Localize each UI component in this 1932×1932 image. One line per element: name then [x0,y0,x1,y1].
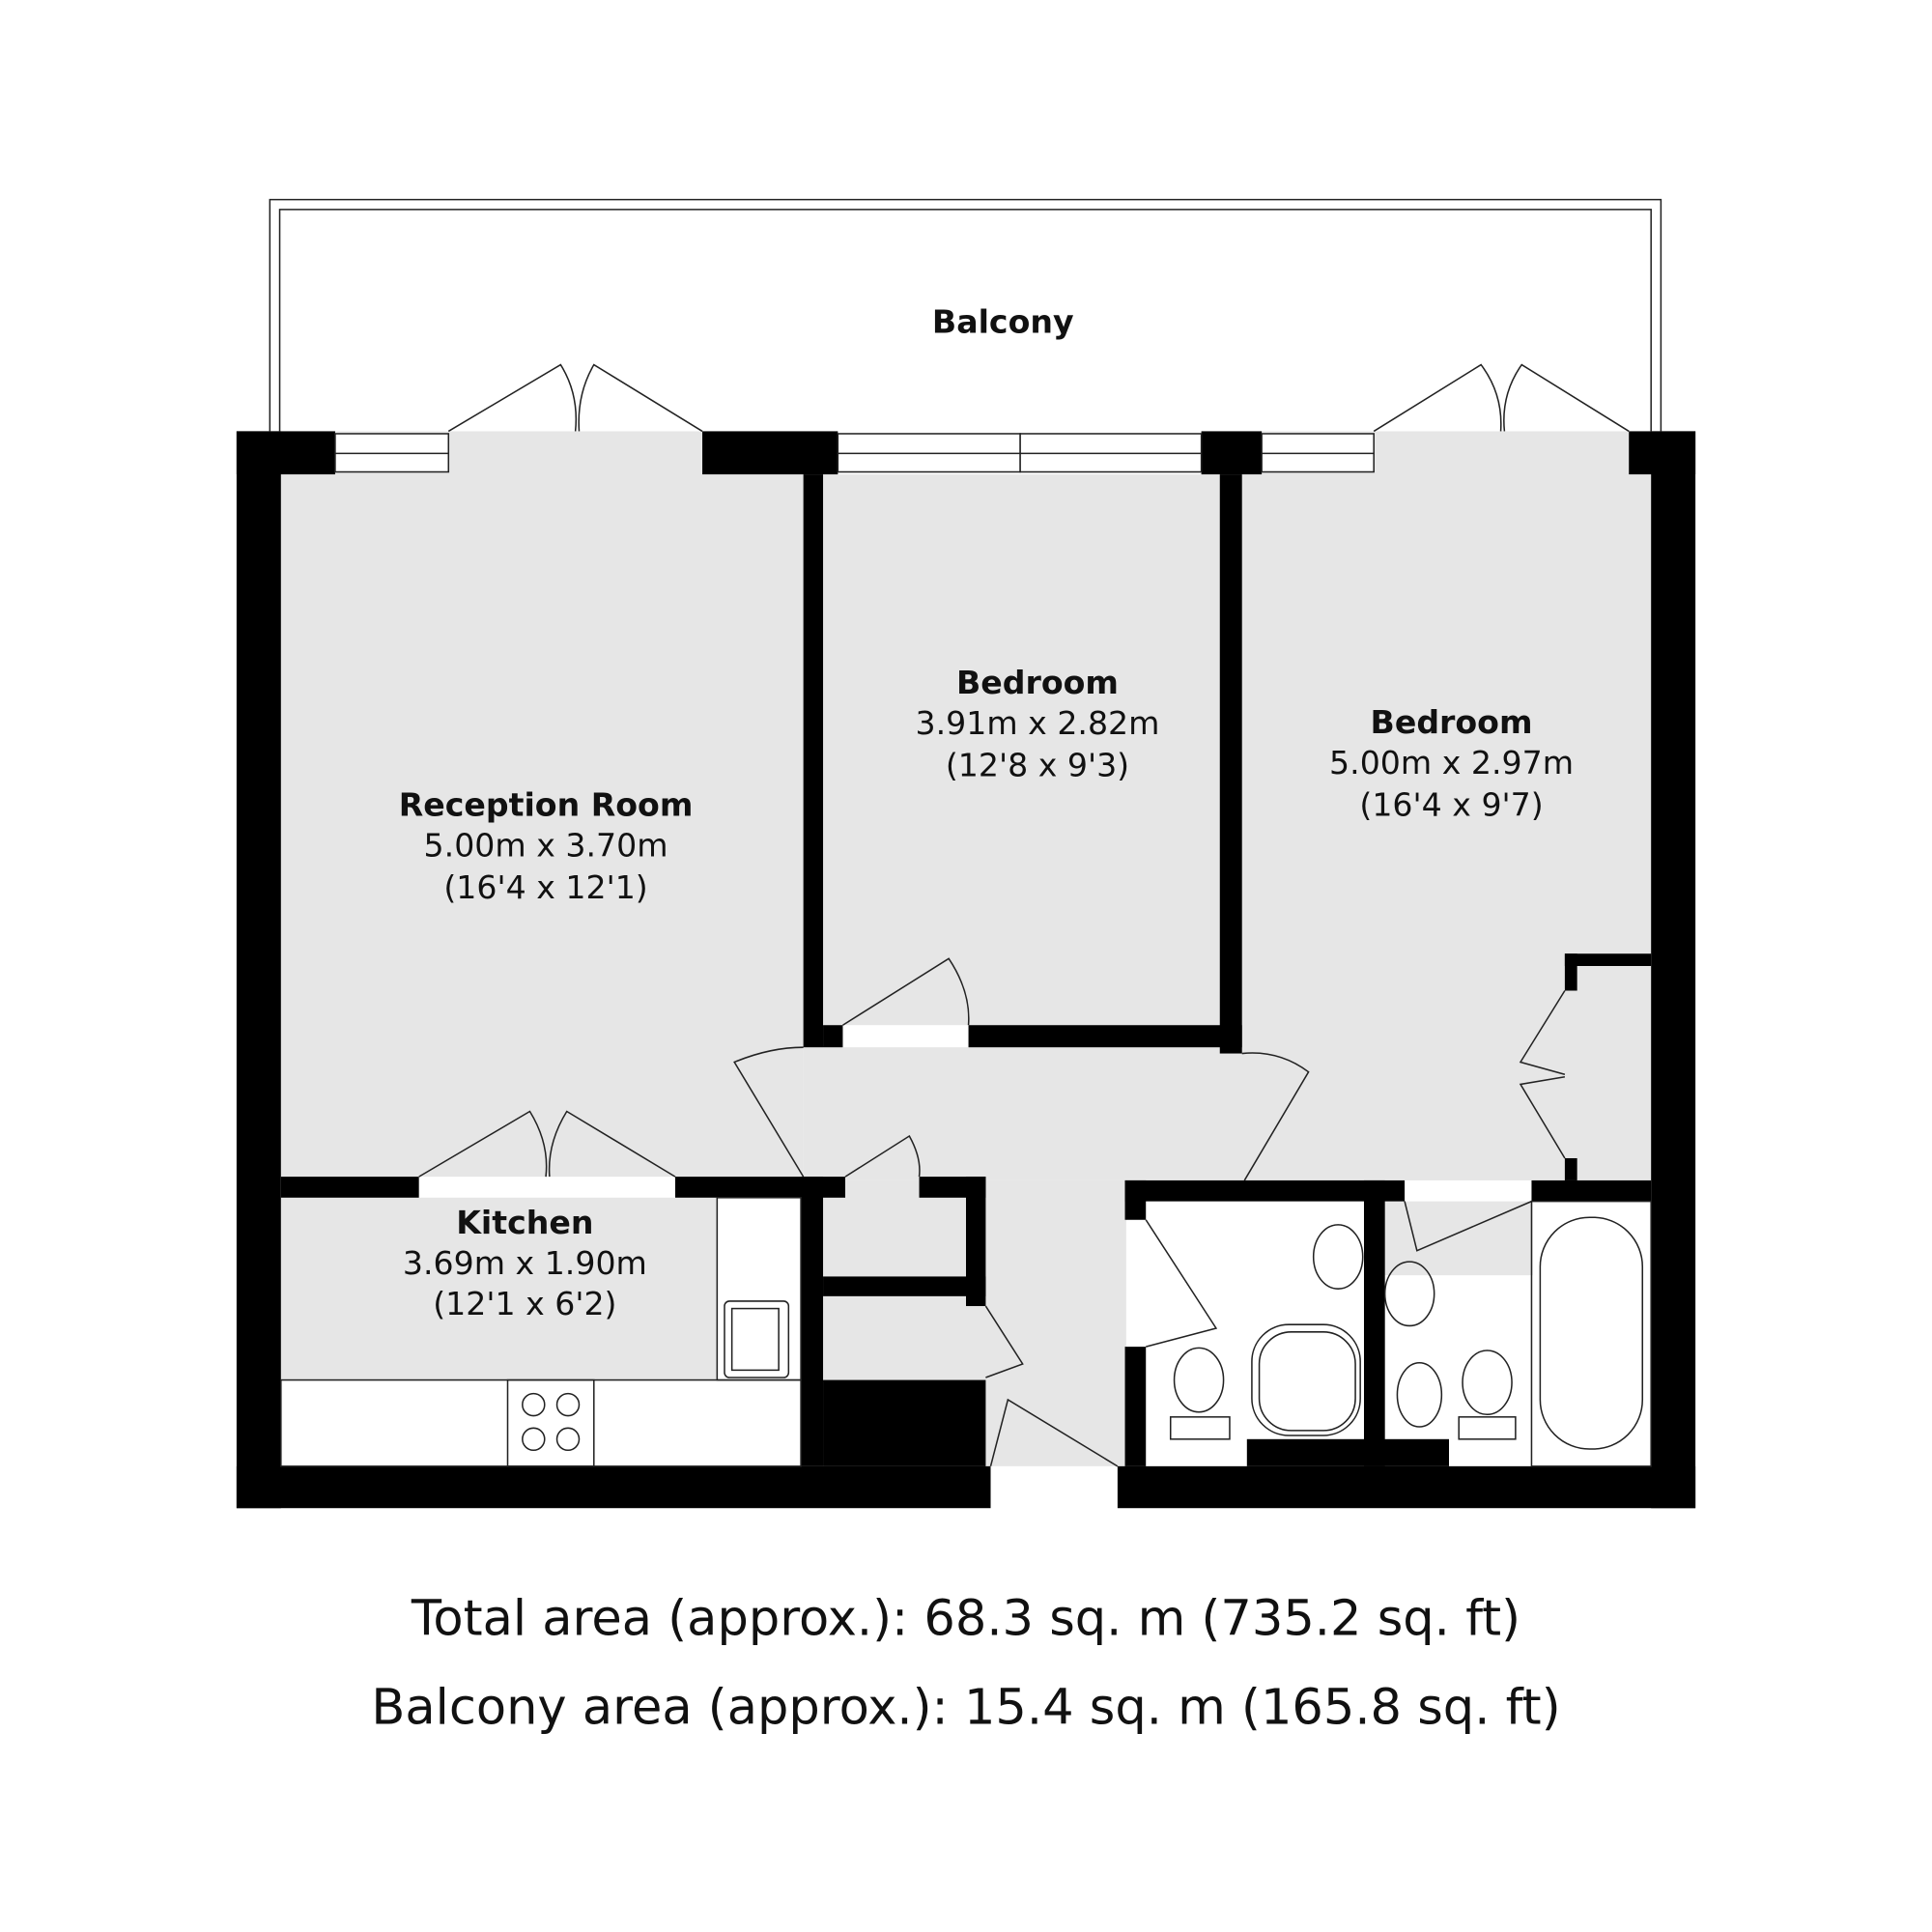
bedroom-2-name: Bedroom [1371,703,1533,741]
balcony-outline [269,198,1662,432]
bedroom-1-imperial: (12'8 x 9'3) [946,747,1129,784]
balcony-label: Balcony [932,302,1074,340]
reception-room-metric: 5.00m x 3.70m [424,826,668,864]
balcony-area: Balcony area (approx.): 15.4 sq. m (165.… [371,1679,1560,1736]
windows [334,433,1375,473]
total-area: Total area (approx.): 68.3 sq. m (735.2 … [411,1591,1520,1648]
kitchen-imperial: (12'1 x 6'2) [433,1285,616,1322]
reception-room-name: Reception Room [399,785,694,823]
floor-areas [280,431,1652,1466]
kitchen-name: Kitchen [456,1204,593,1241]
fixtures [280,1197,1652,1467]
bedroom-2-imperial: (16'4 x 9'7) [1359,785,1543,823]
bedroom-2-metric: 5.00m x 2.97m [1329,744,1574,781]
reception-room-imperial: (16'4 x 12'1) [443,868,647,906]
doors [418,363,1630,1467]
bedroom-1-metric: 3.91m x 2.82m [916,704,1160,742]
bedroom-1-name: Bedroom [956,664,1119,701]
kitchen-metric: 3.69m x 1.90m [403,1244,647,1282]
walls [236,431,1696,1509]
